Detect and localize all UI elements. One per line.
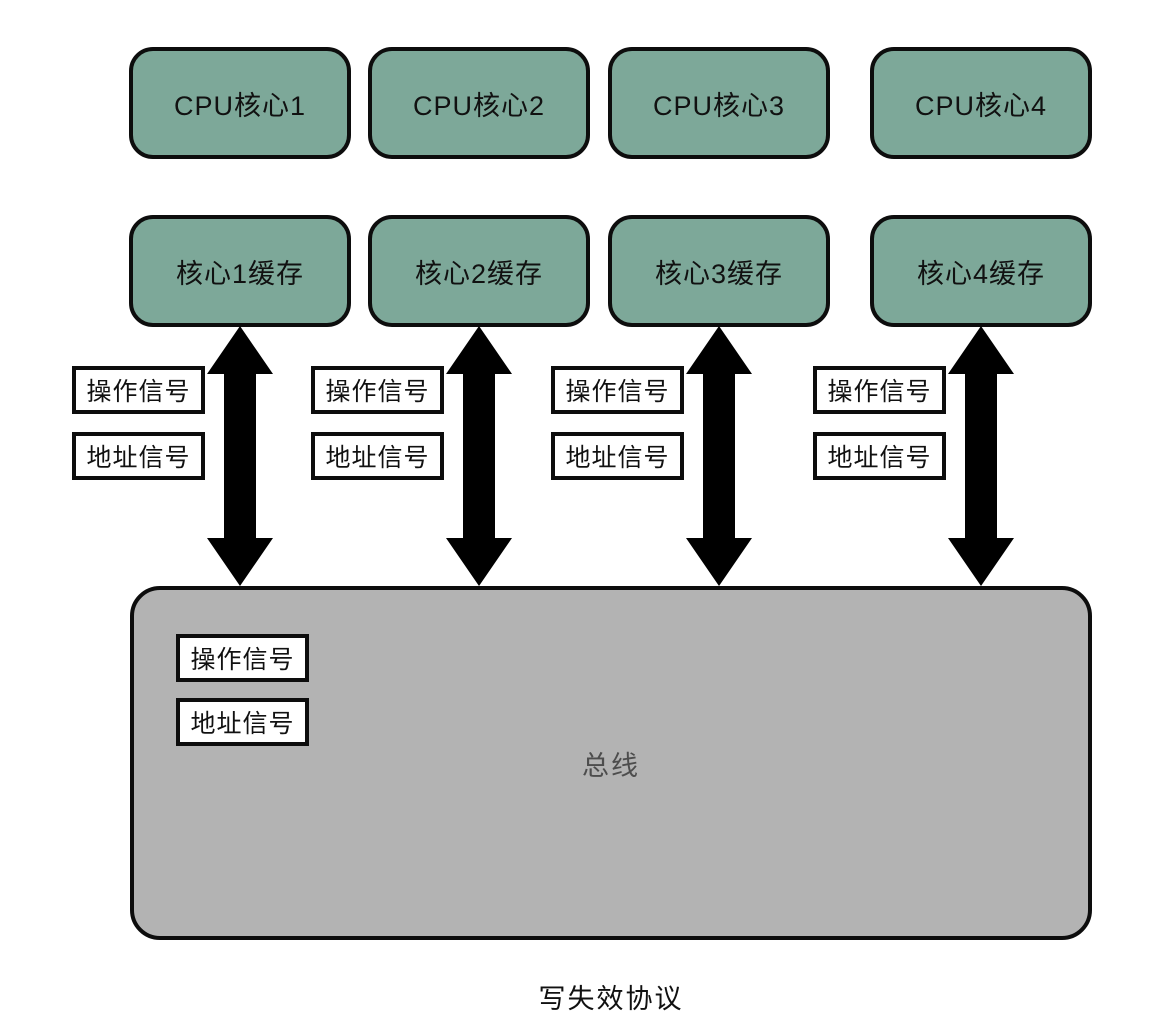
addr-signal-label-4: 地址信号 [813, 432, 946, 480]
cache-4-box: 核心4缓存 [870, 215, 1092, 327]
op-signal-label-2: 操作信号 [311, 366, 444, 414]
cache-2-box: 核心2缓存 [368, 215, 590, 327]
cpu-core-4-box: CPU核心4 [870, 47, 1092, 159]
addr-signal-label-3: 地址信号 [551, 432, 684, 480]
bidirectional-arrow-1-icon [207, 326, 273, 586]
bidirectional-arrow-3-icon [686, 326, 752, 586]
op-signal-label-4: 操作信号 [813, 366, 946, 414]
cpu-core-2-box: CPU核心2 [368, 47, 590, 159]
bidirectional-arrow-4-icon [948, 326, 1014, 586]
addr-signal-label-2: 地址信号 [311, 432, 444, 480]
bus-box: 总线 操作信号 地址信号 [130, 586, 1092, 940]
op-signal-label-3: 操作信号 [551, 366, 684, 414]
cpu-core-1-box: CPU核心1 [129, 47, 351, 159]
bus-op-signal-label: 操作信号 [176, 634, 309, 682]
cpu-core-3-box: CPU核心3 [608, 47, 830, 159]
addr-signal-label-1: 地址信号 [72, 432, 205, 480]
bidirectional-arrow-2-icon [446, 326, 512, 586]
bus-addr-signal-label: 地址信号 [176, 698, 309, 746]
cache-3-box: 核心3缓存 [608, 215, 830, 327]
diagram-caption: 写失效协议 [538, 984, 684, 1014]
op-signal-label-1: 操作信号 [72, 366, 205, 414]
cache-1-box: 核心1缓存 [129, 215, 351, 327]
bus-label: 总线 [582, 750, 640, 781]
